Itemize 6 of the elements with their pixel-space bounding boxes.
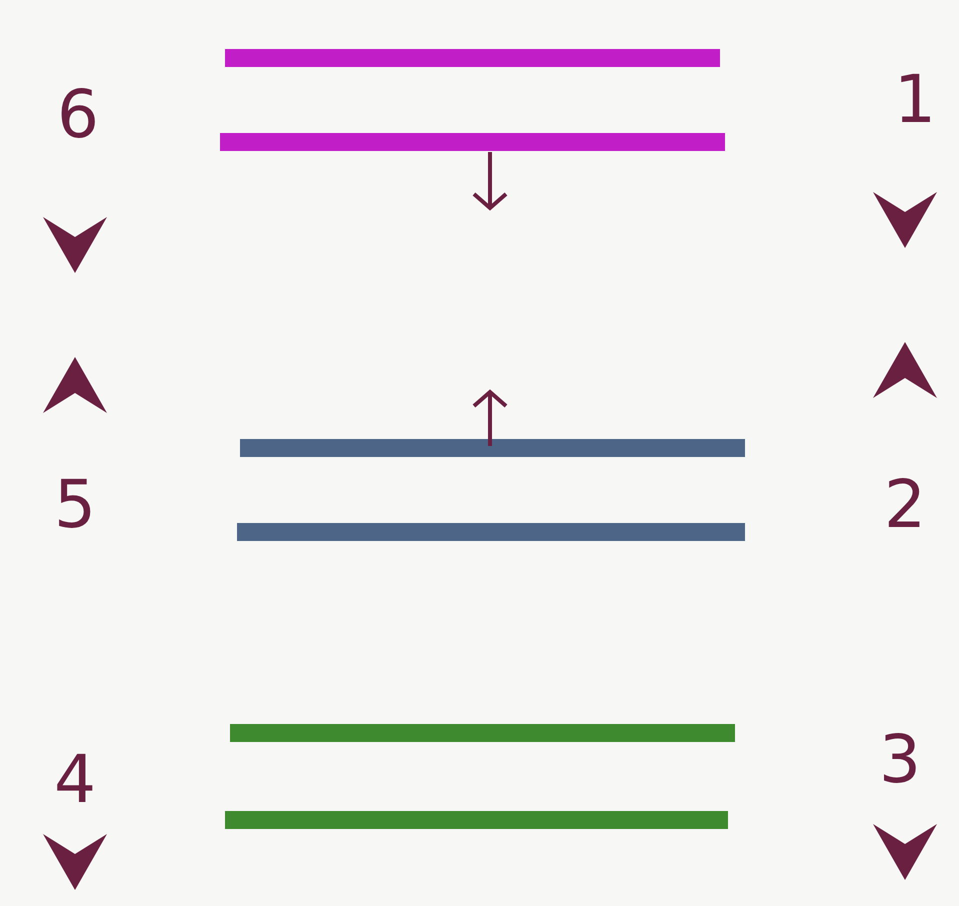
- layer-number: 6: [57, 82, 99, 148]
- layer-number: 5: [54, 472, 96, 538]
- layer-number: 3: [879, 727, 921, 793]
- layer-number: 4: [54, 747, 96, 813]
- layer-number: 1: [894, 67, 936, 133]
- layer-number: 2: [884, 472, 926, 538]
